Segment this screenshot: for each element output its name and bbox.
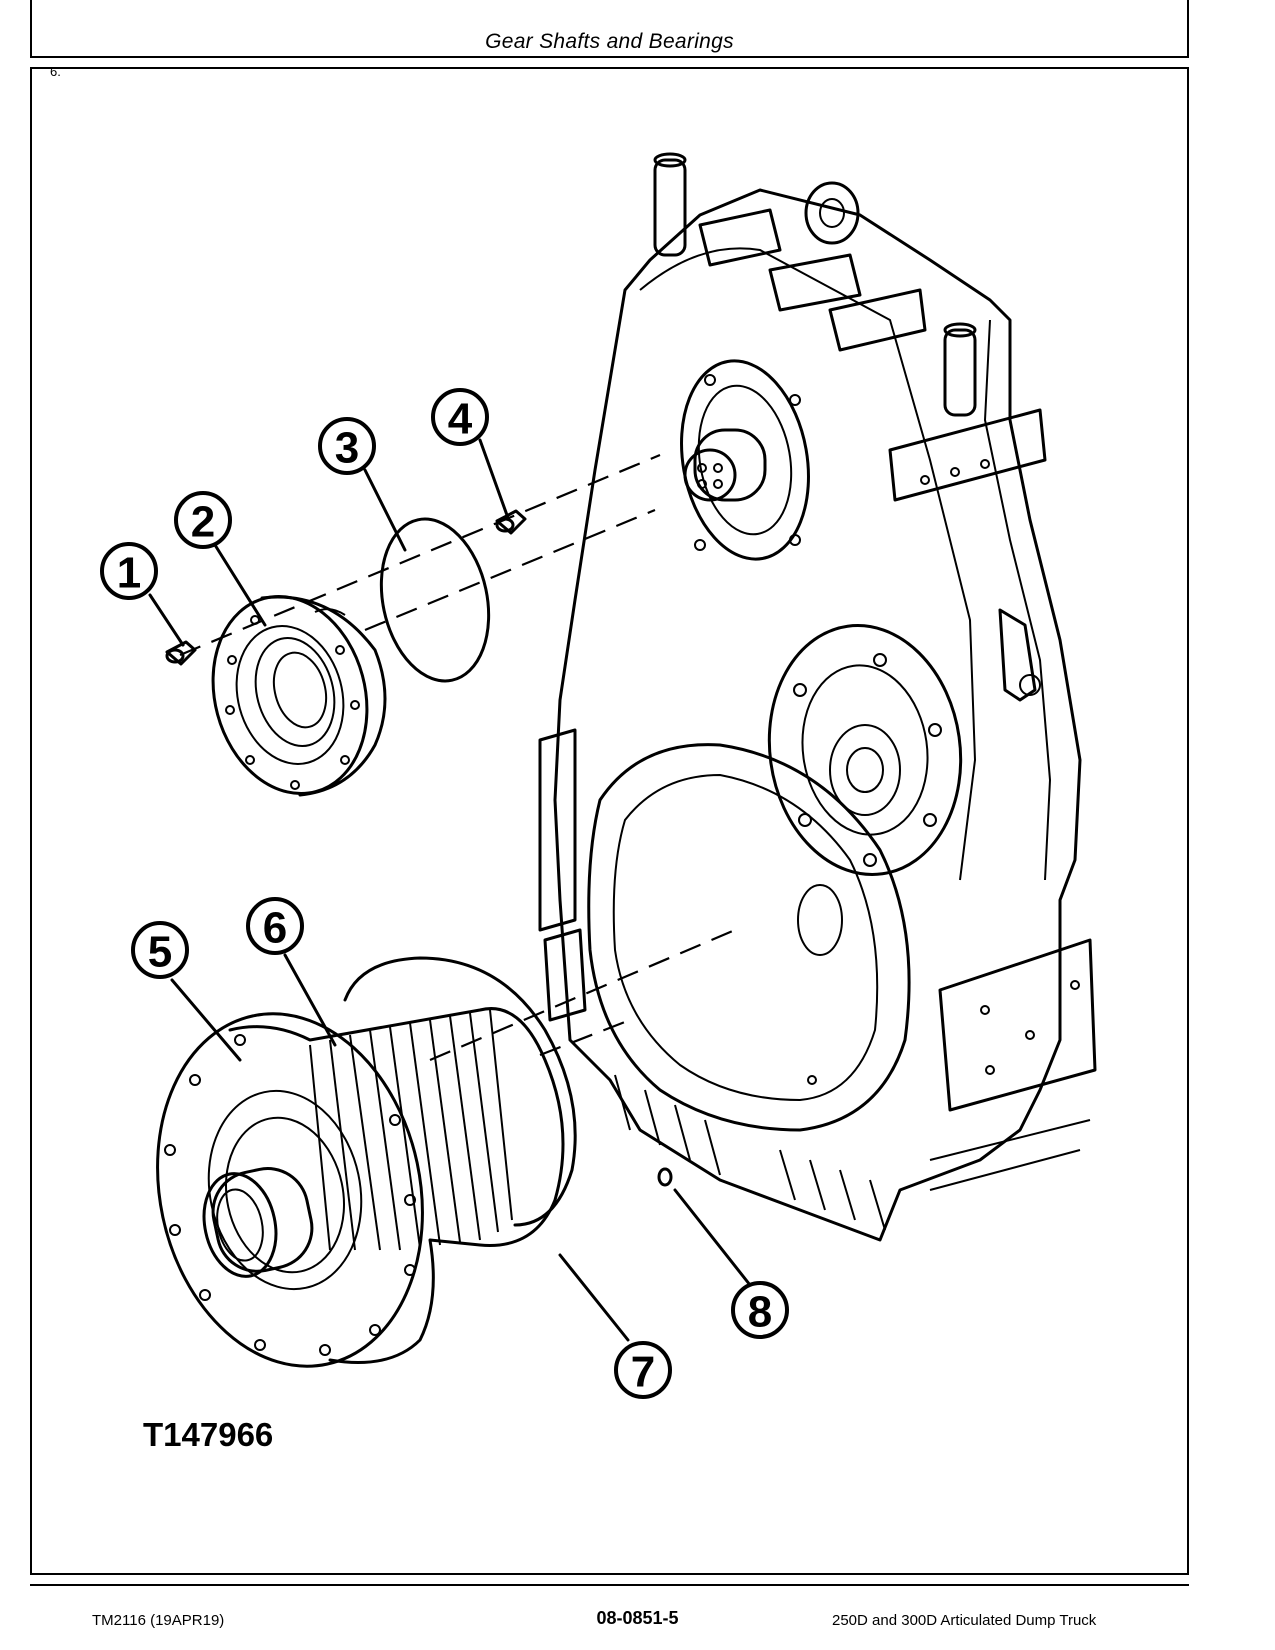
svg-text:2: 2 xyxy=(191,498,215,547)
side-latch xyxy=(998,608,1037,702)
o-ring-part-6 xyxy=(343,956,577,1227)
gear-teeth xyxy=(309,1009,513,1251)
svg-text:1: 1 xyxy=(117,549,141,598)
cap-screw-part-4 xyxy=(495,509,527,535)
callout-1: 1 xyxy=(100,542,158,600)
svg-text:4: 4 xyxy=(448,395,473,444)
step-number: 6. xyxy=(50,64,61,79)
gear-assembly-part-5 xyxy=(156,1007,565,1368)
figure-frame xyxy=(30,67,1189,1575)
callout-6: 6 xyxy=(246,897,304,955)
upper-shaft-bore xyxy=(680,359,810,561)
callout-2: 2 xyxy=(174,491,232,549)
o-ring-part-3 xyxy=(379,517,491,683)
footer-rule xyxy=(30,1584,1189,1586)
section-title: Gear Shafts and Bearings xyxy=(485,30,734,53)
svg-text:7: 7 xyxy=(631,1348,655,1397)
lower-bearing-flange xyxy=(767,624,963,876)
page-header: Gear Shafts and Bearings xyxy=(30,0,1189,58)
bearing-flange-part-2 xyxy=(211,594,387,797)
side-plate xyxy=(938,938,1097,1112)
gearbox-housing xyxy=(538,152,1097,1242)
leader-lines xyxy=(148,438,752,1342)
alignment-lines xyxy=(179,453,736,1062)
callout-4: 4 xyxy=(431,388,489,446)
svg-text:3: 3 xyxy=(335,424,359,473)
footer-product-name: 250D and 300D Articulated Dump Truck xyxy=(832,1612,1097,1629)
bottom-fins xyxy=(614,1074,1091,1231)
callout-5: 5 xyxy=(131,921,189,979)
footer-manual-id: TM2116 (19APR19) xyxy=(92,1612,225,1629)
figure-reference-id: T147966 xyxy=(143,1416,273,1453)
callout-7: 7 xyxy=(614,1341,672,1399)
lower-housing-bore xyxy=(587,743,911,1132)
cap-screw-part-1 xyxy=(165,640,197,666)
exploded-view-illustration: 1 2 3 4 5 6 7 8 T147966 xyxy=(100,152,1097,1453)
svg-text:5: 5 xyxy=(148,928,172,977)
callout-3: 3 xyxy=(318,417,376,475)
footer-page-number: 08-0851-5 xyxy=(596,1608,679,1628)
callout-8: 8 xyxy=(731,1281,789,1339)
svg-text:6: 6 xyxy=(263,904,287,953)
svg-text:8: 8 xyxy=(748,1288,772,1337)
top-bosses xyxy=(653,152,1047,502)
small-o-ring-part-8 xyxy=(657,1167,673,1187)
